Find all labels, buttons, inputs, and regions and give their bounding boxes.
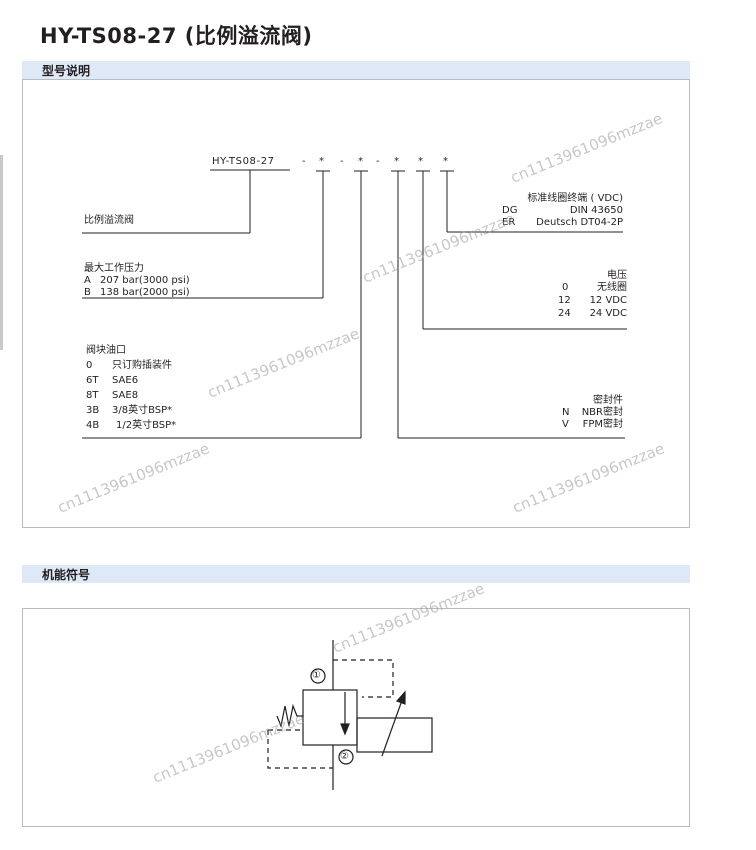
pressure-option-desc: 138 bar(2000 psi) [100, 287, 190, 298]
coil-terminal-desc: Deutsch DT04-2P [536, 217, 623, 228]
hydraulic-symbol-panel [22, 608, 690, 827]
coil-terminal-code: DG [502, 205, 518, 216]
voltage-code: 12 [558, 295, 571, 306]
port-option-code: 8T [86, 390, 99, 401]
port-option-desc: SAE6 [112, 375, 139, 386]
coil-terminal-heading: 标准线圈终端 ( VDC) [527, 193, 623, 204]
port-option-code: 4B [86, 420, 100, 431]
model-star-pressure: * [319, 156, 324, 167]
port-option-code: 6T [86, 375, 99, 386]
seal-code: V [562, 419, 569, 430]
side-marker [0, 155, 3, 350]
model-star-seal: * [394, 156, 399, 167]
pressure-option-desc: 207 bar(3000 psi) [100, 275, 190, 286]
voltage-heading: 电压 [607, 270, 627, 281]
port-option-desc: 只订购插装件 [112, 360, 172, 371]
voltage-code: 24 [558, 308, 571, 319]
voltage-desc: 24 VDC [589, 308, 627, 319]
model-dash-1: - [302, 156, 306, 167]
model-dash-3: - [376, 156, 380, 167]
section-title-model: 型号说明 [42, 64, 91, 78]
seal-heading: 密封件 [593, 395, 623, 406]
section-header-model: 型号说明 [22, 61, 690, 79]
model-star-port: * [358, 156, 363, 167]
port-option-desc: 1/2英寸BSP* [116, 420, 177, 431]
model-dash-2: - [340, 156, 344, 167]
port-2-label: ② [340, 751, 349, 762]
page-title: HY-TS08-27 (比例溢流阀) [40, 24, 313, 48]
pressure-option-code: A [84, 275, 91, 286]
model-code-panel [22, 79, 690, 528]
voltage-desc: 12 VDC [589, 295, 627, 306]
port-option-desc: 3/8英寸BSP* [112, 405, 173, 416]
model-star-terminal: * [443, 156, 448, 167]
section-title-symbol: 机能符号 [42, 568, 91, 582]
port-option-desc: SAE8 [112, 390, 139, 401]
seal-desc: FPM密封 [582, 419, 623, 430]
coil-terminal-desc: DIN 43650 [569, 205, 623, 216]
coil-terminal-code: ER [502, 217, 516, 228]
section-header-symbol: 机能符号 [22, 565, 690, 583]
seal-desc: NBR密封 [581, 407, 623, 418]
port-heading: 阀块油口 [86, 345, 126, 356]
model-star-voltage: * [418, 156, 423, 167]
proportional-relief-valve-symbol [267, 640, 433, 790]
pressure-heading: 最大工作压力 [84, 263, 144, 274]
port-1-label: ① [312, 670, 321, 681]
voltage-code: 0 [562, 282, 569, 293]
port-option-code: 0 [86, 360, 93, 371]
model-base-code: HY-TS08-27 [212, 156, 275, 167]
port-option-code: 3B [86, 405, 100, 416]
seal-code: N [562, 407, 570, 418]
model-code-leader-lines [82, 169, 627, 439]
valve-type-label: 比例溢流阀 [84, 215, 134, 226]
voltage-desc: 无线圈 [597, 282, 627, 293]
pressure-option-code: B [84, 287, 91, 298]
